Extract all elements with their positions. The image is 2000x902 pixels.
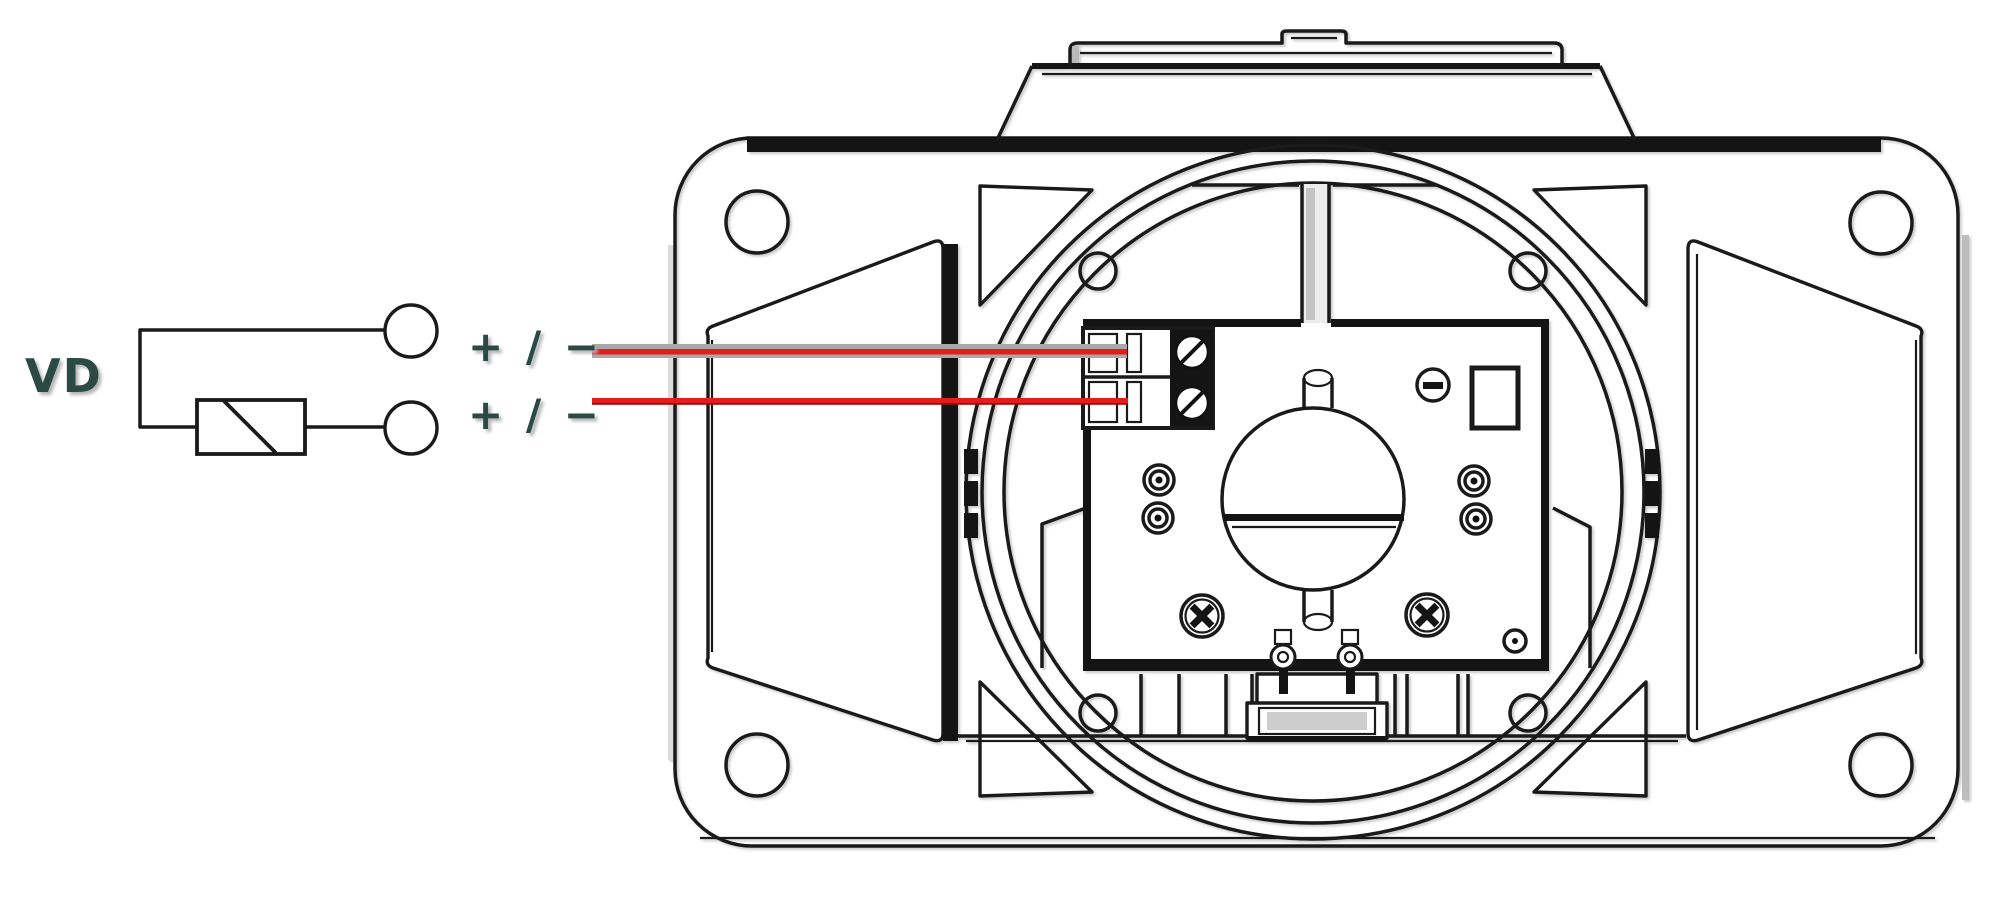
rim-tab [1645, 481, 1659, 506]
flange-right-shadow [1962, 235, 1969, 800]
connector-neck [1255, 672, 1379, 708]
red-wire-bottom-shade [592, 403, 1128, 405]
pilot-hole [1508, 251, 1548, 291]
bottom-pin-sides [1302, 590, 1334, 622]
top-protrusion [995, 29, 1637, 141]
pilot-hole [1078, 693, 1118, 733]
ring-contact [1141, 501, 1175, 535]
phillips-screw-right [1404, 592, 1450, 638]
wedge-top-right [1532, 184, 1648, 307]
terminal-block [1081, 326, 1215, 430]
pilot-hole [1078, 251, 1118, 291]
wing-right [1686, 239, 1924, 743]
center-rib-shade [1306, 188, 1315, 320]
bottom-connector [1245, 672, 1389, 741]
varistor-symbol [195, 398, 307, 456]
top-pin-cap [1302, 368, 1334, 388]
pcb-edge-left [1083, 319, 1091, 669]
flange-left-shadow [668, 245, 673, 760]
central-mechanism [1220, 368, 1406, 632]
wing-left [705, 239, 945, 743]
slotted-screw [1415, 367, 1451, 403]
bottom-pin-cap [1302, 612, 1334, 632]
rim-tab [964, 513, 978, 538]
prong-housing-left [1040, 506, 1087, 668]
mounting-hole-bottom-right [1848, 732, 1914, 798]
side-wings [705, 239, 1924, 743]
terminal-screw-slot [1179, 390, 1205, 416]
red-wire-top [592, 349, 1127, 355]
connector-slot [1257, 706, 1377, 736]
terminal-screw-slot [1179, 339, 1205, 365]
pcb-edge-bottom [1083, 659, 1549, 671]
shutter-disc [1220, 406, 1406, 592]
terminal-circle-top [383, 303, 439, 359]
device-rear-view [668, 29, 1969, 848]
prong-housing-right [1552, 506, 1592, 668]
wing-left-edge-bar [943, 244, 958, 741]
slotted-screw-slot [1423, 382, 1443, 389]
pcb-edge-top-right [1331, 319, 1549, 327]
protrusion-left-slope [995, 65, 1034, 141]
rim-tab [964, 449, 978, 474]
vd-circuit: VD + / − + / − [25, 303, 603, 456]
protrusion-lower-edge [1032, 63, 1600, 69]
terminal-circle-bottom [383, 400, 439, 456]
top-pin-sides [1302, 378, 1334, 408]
body-middle-rim [980, 159, 1646, 825]
supply-wires [592, 344, 1128, 405]
phillips-screw-left [1179, 593, 1225, 639]
circuit-wires [138, 328, 385, 429]
relay-component [1469, 365, 1521, 431]
small-screw-dot [1512, 638, 1518, 644]
ring-contact [1457, 464, 1491, 498]
rim-tab [1645, 449, 1659, 474]
mounting-flange-outline [673, 136, 1960, 848]
pcb-hardware [1141, 365, 1528, 694]
polarity-label-top: + / − [468, 322, 603, 371]
small-screw [1502, 628, 1528, 654]
connector-slot-shade [1267, 712, 1367, 730]
mounting-hole-top-right [1848, 190, 1914, 256]
polarity-label-bottom: + / − [468, 390, 603, 439]
pcb-edge-right [1541, 319, 1549, 669]
vd-label: VD [25, 349, 103, 403]
protrusion-upper-box [1068, 29, 1564, 66]
wedge-top-left [978, 184, 1094, 307]
mounting-hole-top-left [724, 189, 790, 255]
contact-pin [1269, 628, 1297, 694]
ring-contact [1142, 463, 1176, 497]
red-wire-bottom [592, 398, 1128, 404]
upper-box-shade [1072, 46, 1079, 63]
ring-contact [1459, 502, 1493, 536]
body-inner-rim [1002, 181, 1624, 803]
connector-foot [1247, 736, 1387, 741]
contact-pin [1336, 628, 1364, 694]
protrusion-right-slope [1598, 65, 1637, 141]
pcb-edge-top-left [1083, 319, 1301, 327]
inner-corner-wedges [978, 184, 1648, 798]
rim-tab [1645, 513, 1659, 538]
mounting-hole-bottom-left [724, 732, 790, 798]
pilot-hole [1508, 693, 1548, 733]
round-body [964, 143, 1662, 841]
rim-tab [964, 481, 978, 506]
shutter-bar [1224, 514, 1404, 521]
